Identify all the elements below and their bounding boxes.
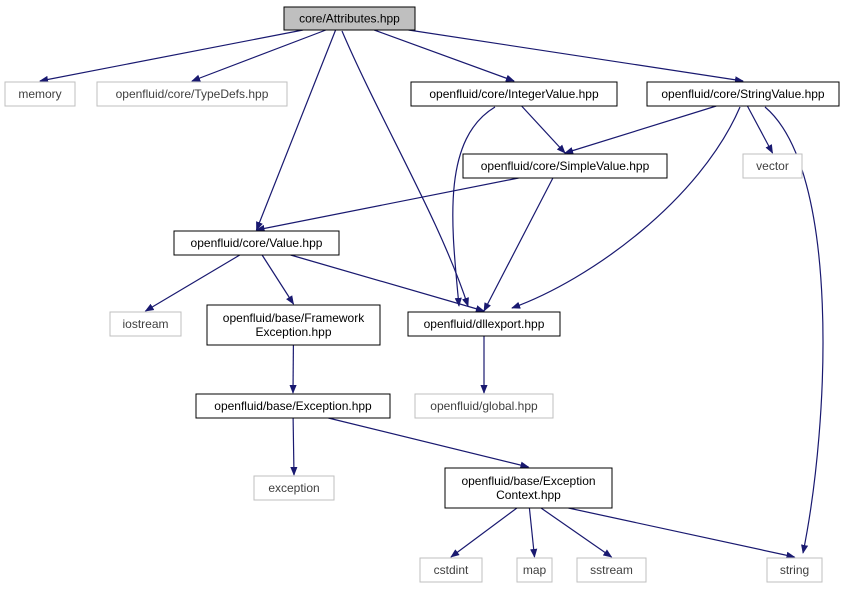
node-box — [96, 81, 288, 107]
edge-stringvalue-to-string — [764, 106, 824, 554]
node-integervalue[interactable]: openfluid/core/IntegerValue.hpp — [410, 81, 618, 107]
node-box — [414, 393, 554, 419]
node-label: openfluid/base/Framework — [223, 311, 365, 325]
node-box — [419, 557, 483, 583]
edge-value-to-iostream — [144, 254, 241, 312]
node-box — [173, 230, 340, 256]
edge-attributes-to-dllexport — [341, 30, 469, 307]
edge-stringvalue-to-vector — [746, 105, 774, 154]
node-box — [516, 557, 553, 583]
node-label: sstream — [590, 563, 633, 577]
edge-attributes-to-typedefs — [191, 29, 327, 82]
node-box — [766, 557, 823, 583]
edge-exceptioncontext-to-cstdint — [450, 507, 518, 558]
node-label: openfluid/global.hpp — [430, 399, 538, 413]
edge-stringvalue-to-dllexport — [511, 106, 741, 309]
node-sstream: sstream — [576, 557, 647, 583]
node-label: iostream — [122, 317, 168, 331]
edge-integervalue-to-dllexport — [452, 106, 496, 307]
edge-attributes-to-integervalue — [373, 29, 515, 82]
nodes-layer: core/Attributes.hpp memory openfluid/core/… — [4, 6, 840, 583]
node-box — [283, 6, 416, 31]
node-exceptionhpp[interactable]: openfluid/base/Exception.hpp — [195, 393, 391, 419]
node-box — [576, 557, 647, 583]
node-label: map — [523, 563, 547, 577]
node-label: openfluid/base/Exception — [461, 474, 595, 488]
node-label: openfluid/core/StringValue.hpp — [661, 87, 825, 101]
node-cstdint: cstdint — [419, 557, 483, 583]
node-stringvalue[interactable]: openfluid/core/StringValue.hpp — [646, 81, 840, 107]
edge-exceptioncontext-to-map — [528, 507, 538, 558]
node-iostream: iostream — [109, 311, 182, 337]
edge-exceptioncontext-to-string — [568, 507, 796, 559]
node-box — [206, 304, 381, 346]
node-box — [410, 81, 618, 107]
node-label: memory — [18, 87, 61, 101]
node-typedefs: openfluid/core/TypeDefs.hpp — [96, 81, 288, 107]
node-box — [462, 153, 668, 179]
edge-exceptioncontext-to-sstream — [540, 507, 613, 558]
node-map: map — [516, 557, 553, 583]
node-label: openfluid/core/IntegerValue.hpp — [429, 87, 599, 101]
edge-stringvalue-to-simplevalue — [564, 105, 717, 155]
node-label: openfluid/core/TypeDefs.hpp — [116, 87, 269, 101]
edge-value-to-dllexport — [290, 254, 485, 313]
node-label: openfluid/dllexport.hpp — [424, 317, 545, 331]
edge-exceptionhpp-to-exception — [290, 417, 298, 476]
node-box — [646, 81, 840, 107]
node-label: openfluid/core/Value.hpp — [191, 236, 323, 250]
edge-attributes-to-memory — [39, 29, 304, 83]
edge-exceptionhpp-to-exceptioncontext — [328, 417, 530, 469]
node-string: string — [766, 557, 823, 583]
node-simplevalue[interactable]: openfluid/core/SimpleValue.hpp — [462, 153, 668, 179]
node-label: openfluid/core/SimpleValue.hpp — [481, 159, 650, 173]
node-box — [444, 467, 613, 509]
node-label: cstdint — [434, 563, 469, 577]
node-label: openfluid/base/Exception.hpp — [214, 399, 372, 413]
node-exception: exception — [253, 475, 335, 501]
node-label: vector — [756, 159, 789, 173]
node-attributes[interactable]: core/Attributes.hpp — [283, 6, 416, 31]
node-value[interactable]: openfluid/core/Value.hpp — [173, 230, 340, 256]
node-label: core/Attributes.hpp — [299, 12, 400, 26]
node-vector: vector — [742, 153, 803, 179]
node-global: openfluid/global.hpp — [414, 393, 554, 419]
node-box — [109, 311, 182, 337]
edge-simplevalue-to-value — [255, 177, 519, 232]
edge-simplevalue-to-dllexport — [483, 177, 554, 312]
edge-value-to-frameworkexception — [261, 254, 295, 305]
edge-attributes-to-value — [255, 29, 337, 231]
node-label: Context.hpp — [496, 488, 561, 502]
node-box — [195, 393, 391, 419]
node-dllexport[interactable]: openfluid/dllexport.hpp — [407, 311, 561, 337]
node-label: Exception.hpp — [255, 325, 331, 339]
node-label: string — [780, 563, 809, 577]
node-box — [407, 311, 561, 337]
node-label: exception — [268, 481, 319, 495]
node-box — [742, 153, 803, 179]
edge-integervalue-to-simplevalue — [521, 105, 566, 154]
node-box — [4, 81, 76, 107]
edge-attributes-to-stringvalue — [408, 29, 744, 84]
node-box — [253, 475, 335, 501]
node-memory: memory — [4, 81, 76, 107]
edges-layer — [39, 29, 824, 559]
